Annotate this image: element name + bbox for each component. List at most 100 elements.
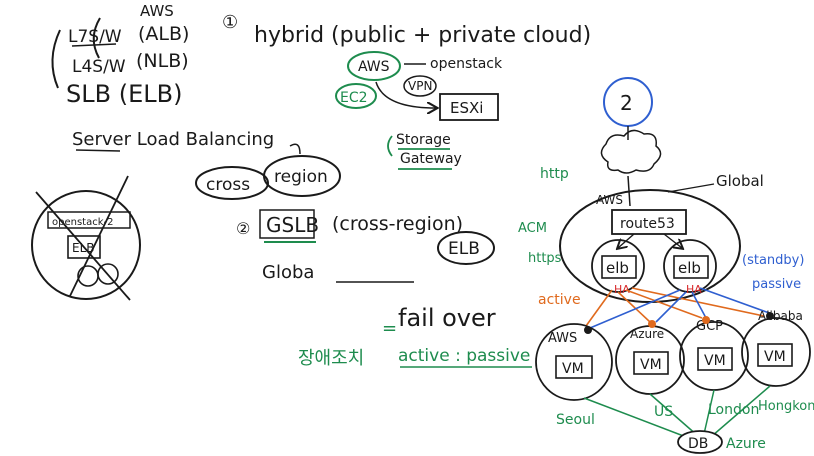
aws-esxi-arrow	[375, 81, 436, 108]
lb-types-group: AWS L7S/W (ALB) L4S/W (NLB) SLB (ELB) Se…	[51, 2, 274, 152]
server-load-balancing: Server Load Balancing	[72, 129, 274, 150]
region-oval	[263, 155, 341, 197]
cloud-gcp-vm: VM	[704, 353, 726, 369]
elb-right-circle	[663, 239, 717, 293]
l7-underline	[71, 43, 117, 47]
cloud-aws-region: Seoul	[556, 412, 595, 428]
failover-eq: =	[382, 318, 397, 339]
cross-label: cross	[206, 175, 250, 195]
brace-inner	[92, 17, 101, 59]
l7-switch-label: L7S/W	[68, 27, 122, 47]
gateway-label: Gateway	[400, 151, 462, 167]
cloud-gcp-dot	[702, 316, 710, 324]
db-link-aws	[583, 397, 695, 441]
route53-label: route53	[620, 216, 675, 232]
active-link-gcp	[625, 289, 703, 319]
hybrid-vpn: VPN	[408, 79, 432, 93]
cloud-alibaba: Alibaba VM Hongkong	[741, 309, 814, 414]
db-link-azure	[649, 393, 699, 437]
server-elb-box	[67, 235, 101, 259]
brace-left	[51, 29, 61, 89]
user-label: 2	[620, 91, 633, 115]
failover-group: = fail over 장애조치 active : passive	[298, 304, 532, 369]
cloud-azure: Azure VM US	[615, 320, 685, 420]
ec2-circle	[335, 83, 377, 109]
vpn-circle	[403, 75, 437, 97]
elb-right-label: elb	[678, 259, 701, 277]
aws-note: AWS	[140, 2, 174, 20]
ha-left-label: HA	[614, 283, 630, 296]
cloud-alibaba-name: Alibaba	[758, 309, 803, 323]
passive-link-aws	[589, 289, 681, 329]
failover-mode: active : passive	[398, 346, 530, 366]
cloud-aws-dot	[584, 326, 592, 334]
cloud-azure-name: Azure	[630, 327, 664, 341]
failover-korean: 장애조치	[298, 348, 364, 369]
crossed-server-group: openstack-2 ELB	[31, 175, 141, 301]
gslb-number: ②	[236, 219, 250, 238]
architecture-group: 2 http AWS Global route53 ACM https elb …	[518, 77, 814, 454]
global-pointer	[667, 183, 715, 193]
gslb-box	[259, 209, 315, 239]
cloud-azure-dot	[648, 320, 656, 328]
cloud-aws-circle	[535, 323, 613, 401]
hybrid-group: ① hybrid (public + private cloud) AWS op…	[222, 12, 591, 170]
globa-label: Globa	[262, 262, 314, 283]
aws-circle	[347, 51, 401, 81]
server-node-left	[77, 265, 99, 287]
failover-title: fail over	[398, 304, 496, 332]
http-label: http	[540, 166, 569, 182]
region-hook	[289, 143, 301, 155]
internet-cloud-icon	[600, 129, 662, 174]
db-label: DB	[688, 436, 708, 452]
hybrid-ec2: EC2	[340, 90, 368, 106]
hybrid-title: hybrid (public + private cloud)	[254, 23, 591, 48]
db-link-alibaba	[711, 385, 771, 437]
cross-oval	[195, 166, 269, 200]
elb-left-box	[601, 255, 637, 279]
active-link-azure	[617, 291, 651, 323]
cloud-gcp-vm-box	[697, 347, 733, 371]
alb-label: (ALB)	[138, 23, 189, 45]
global-label: Global	[716, 172, 764, 190]
slb-label: SLB (ELB)	[66, 80, 182, 108]
cloud-azure-vm-box	[633, 351, 669, 375]
server-node-right	[97, 263, 119, 285]
standby-label: (standby)	[742, 253, 804, 268]
passive-link-alibaba	[699, 287, 773, 315]
esxi-box	[439, 93, 499, 121]
passive-link-gcp	[691, 291, 707, 319]
cloud-alibaba-region: Hongkong	[758, 399, 814, 414]
hybrid-aws: AWS	[358, 59, 390, 75]
l4-switch-label: L4S/W	[72, 57, 126, 77]
elb-left-label: elb	[606, 259, 629, 277]
passive-label: passive	[752, 277, 801, 292]
ha-right-label: HA	[686, 283, 702, 296]
aws-global-label: AWS	[596, 193, 623, 207]
region-label: region	[274, 167, 328, 187]
acm-label: ACM	[518, 221, 547, 236]
cloud-gcp: GCP VM London	[679, 316, 759, 418]
gslb-name: GSLB	[266, 213, 319, 237]
aws-global-oval	[559, 189, 741, 303]
cloud-aws-name: AWS	[548, 331, 577, 346]
route53-right-arrow	[663, 233, 682, 248]
hybrid-esxi: ESXi	[450, 99, 483, 117]
server-top-bar	[47, 211, 131, 229]
route53-box	[611, 209, 687, 235]
cloud-gcp-name: GCP	[696, 319, 723, 334]
passive-link-azure	[655, 291, 687, 323]
cloud-alibaba-dot	[766, 312, 774, 320]
gslb-elb-circle	[437, 231, 495, 265]
hybrid-openstack: openstack	[430, 56, 503, 72]
hybrid-number: ①	[222, 12, 238, 33]
server-underline	[75, 149, 121, 152]
gslb-detail: (cross-region)	[332, 213, 463, 235]
cloud-alibaba-vm: VM	[764, 349, 786, 365]
cloud-azure-region: US	[654, 404, 673, 420]
gslb-elb: ELB	[448, 239, 480, 259]
db-oval	[677, 430, 723, 454]
cloud-alibaba-vm-box	[757, 343, 793, 367]
storage-brace	[387, 135, 393, 157]
